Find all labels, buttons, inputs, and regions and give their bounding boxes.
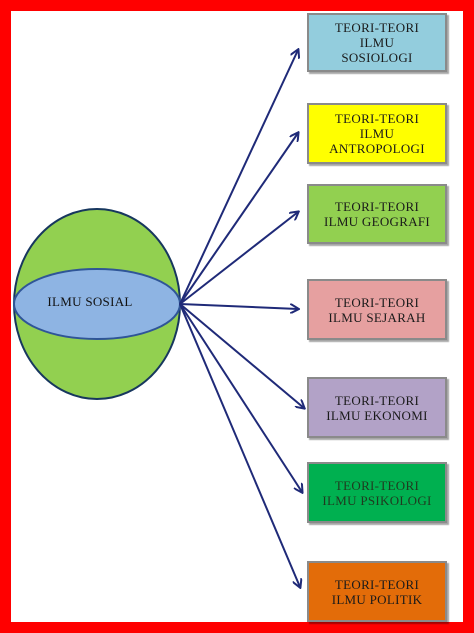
arrow-to-psikologi xyxy=(179,303,302,492)
box-sejarah: TEORI-TEORI ILMU SEJARAH xyxy=(307,279,447,340)
box-antropologi: TEORI-TEORI ILMU ANTROPOLOGI xyxy=(307,103,447,164)
box-psikologi: TEORI-TEORI ILMU PSIKOLOGI xyxy=(307,462,447,523)
box-antropologi-label: TEORI-TEORI ILMU ANTROPOLOGI xyxy=(329,111,425,156)
box-politik-label: TEORI-TEORI ILMU POLITIK xyxy=(331,576,423,607)
arrow-to-geografi xyxy=(179,212,298,305)
box-ekonomi-label: TEORI-TEORI ILMU EKONOMI xyxy=(326,392,428,423)
center-label: ILMU SOSIAL xyxy=(47,294,133,309)
arrow-to-antropologi xyxy=(179,133,298,305)
box-sosiologi: TEORI-TEORI ILMU SOSIOLOGI xyxy=(307,13,447,72)
box-geografi: TEORI-TEORI ILMU GEOGRAFI xyxy=(307,184,447,244)
arrows-group xyxy=(179,50,304,587)
arrow-to-ekonomi xyxy=(179,303,304,408)
box-geografi-label: TEORI-TEORI ILMU GEOGRAFI xyxy=(323,199,431,229)
box-sosiologi-label: TEORI-TEORI ILMU SOSIOLOGI xyxy=(334,20,420,65)
box-politik: TEORI-TEORI ILMU POLITIK xyxy=(307,561,447,622)
arrow-to-sejarah xyxy=(179,303,298,309)
arrow-to-sosiologi xyxy=(179,50,298,305)
box-psikologi-label: TEORI-TEORI ILMU PSIKOLOGI xyxy=(322,477,432,508)
box-sejarah-label: TEORI-TEORI ILMU SEJARAH xyxy=(328,294,426,325)
arrow-to-politik xyxy=(179,303,300,587)
box-ekonomi: TEORI-TEORI ILMU EKONOMI xyxy=(307,377,447,438)
